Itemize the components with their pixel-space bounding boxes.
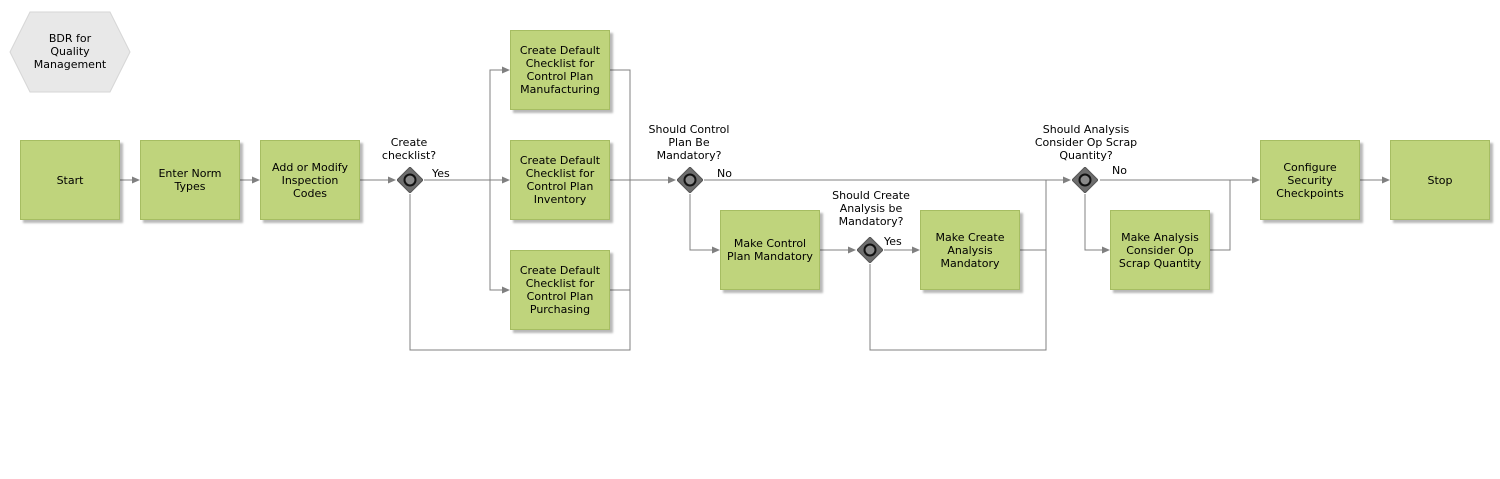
task-add-modify-inspection-codes[interactable]: Add or Modify Inspection Codes [260,140,360,220]
gateway-label-create-checklist: Create checklist? [381,136,437,162]
connector-scrap-merge [1210,180,1231,251]
task-checklist-purchasing[interactable]: Create Default Checklist for Control Pla… [510,250,610,330]
edge-label-yes-checklist: Yes [432,167,450,180]
task-checklist-inventory[interactable]: Create Default Checklist for Control Pla… [510,140,610,220]
connector-merge-purchasing [610,180,631,291]
gateway-consider-scrap[interactable] [1072,167,1098,193]
connector-analysis-merge [1020,180,1047,251]
connector-gateway2-yes [689,194,720,254]
task-configure-security-checkpoints[interactable]: Configure Security Checkpoints [1260,140,1360,220]
gateway-create-checklist[interactable] [397,167,423,193]
process-title: BDR for Quality Management [33,31,107,71]
task-stop[interactable]: Stop [1390,140,1490,220]
task-checklist-manufacturing[interactable]: Create Default Checklist for Control Pla… [510,30,610,110]
task-make-control-plan-mandatory[interactable]: Make Control Plan Mandatory [720,210,820,290]
connector-split-down [489,180,510,294]
process-start-hexagon [9,11,131,93]
task-start[interactable]: Start [20,140,120,220]
gateway-create-analysis-mandatory[interactable] [857,237,883,263]
edge-label-no-scrap: No [1112,164,1127,177]
gateway-label-create-analysis: Should Create Analysis be Mandatory? [832,189,910,228]
task-make-create-analysis-mandatory[interactable]: Make Create Analysis Mandatory [920,210,1020,290]
connector-merge-manufacturing [610,69,631,180]
task-make-analysis-consider-scrap[interactable]: Make Analysis Consider Op Scrap Quantity [1110,210,1210,290]
gateway-label-consider-scrap: Should Analysis Consider Op Scrap Quanti… [1034,123,1138,162]
gateway-label-control-plan: Should Control Plan Be Mandatory? [648,123,730,162]
connector-gateway4-yes [1084,194,1110,254]
gateway-control-plan-mandatory[interactable] [677,167,703,193]
edge-label-no-control-plan: No [717,167,732,180]
connector-gateway3-no [869,180,1047,351]
task-enter-norm-types[interactable]: Enter Norm Types [140,140,240,220]
connector-split-up [489,66,510,180]
edge-label-yes-analysis: Yes [884,235,902,248]
